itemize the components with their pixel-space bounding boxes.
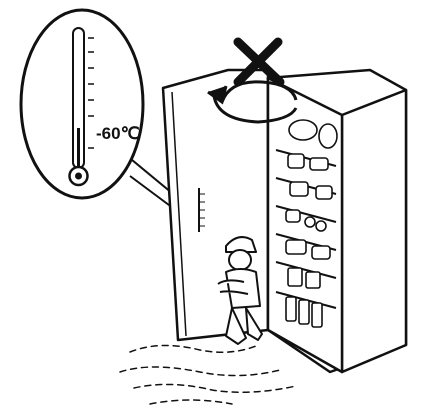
temperature-label: -60℃ (96, 124, 140, 143)
cold-air-marks (120, 345, 296, 404)
thermometer-callout: -60℃ (21, 10, 143, 198)
